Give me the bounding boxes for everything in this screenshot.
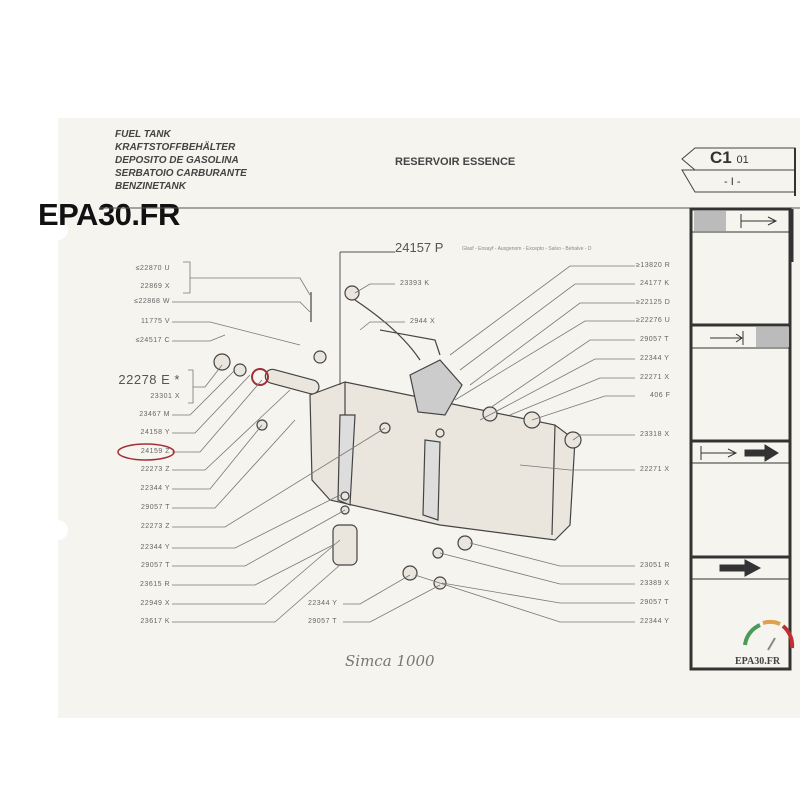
title-de: KRAFTSTOFFBEHÄLTER [115,142,236,153]
gauge-logo-icon [743,619,795,651]
part-label: 29057 T [140,562,170,569]
part-label: 29057 T [308,618,338,625]
highlight-circle [117,443,175,461]
part-label: ≥13820 R [636,262,671,269]
part-label: 11775 V [140,318,170,325]
part-label: 406 F [650,392,671,399]
part-label: 2944 X [410,318,436,325]
simca-logo: Simca 1000 [345,652,435,670]
section-code: C1 01 [710,148,749,168]
part-label: 23051 R [640,562,670,569]
part-label: 29057 T [640,336,670,343]
part-label: 24158 Y [140,429,170,436]
part-label: 23615 R [140,581,170,588]
watermark: EPA30.FR [38,197,180,232]
part-label: 22271 X [640,466,670,473]
title-es: DEPOSITO DE GASOLINA [115,155,239,166]
punch-hole [48,220,68,240]
part-label: 22273 Z [140,466,170,473]
part-label: 23301 X [150,393,180,400]
fuel-tank-drawing [213,285,582,590]
assembly-note: Glasf - Ensayf - Ausgenom - Excepto - Sa… [462,246,592,252]
part-label: 22344 Y [140,544,170,551]
part-label: ≤22870 U [135,265,170,272]
leader-lines [172,261,635,623]
title-nl: BENZINETANK [115,181,186,192]
part-label: 23389 X [640,580,670,587]
title-it: SERBATOIO CARBURANTE [115,168,247,179]
part-label: 22949 X [140,600,170,607]
code-number: 01 [736,154,749,166]
part-label: 23617 K [140,618,170,625]
part-label: 23467 M [139,411,170,418]
corner-watermark: EPA30.FR [735,656,781,667]
part-label: ≤22868 W [134,298,170,305]
part-label: 22344 Y [308,600,338,607]
part-label: 24177 K [640,280,670,287]
part-label: 22344 Y [640,355,670,362]
part-label: 22278 E * [118,372,180,387]
part-label: 22271 X [640,374,670,381]
part-label: 22344 Y [140,485,170,492]
part-label: ≥22276 U [636,317,671,324]
part-label: 24159 Z [140,448,170,455]
part-label: 23393 K [400,280,430,287]
part-label: ≤24517 C [135,337,170,344]
punch-hole [48,520,68,540]
part-label: 29057 T [640,599,670,606]
part-label: 22869 X [140,283,170,290]
page-title: RESERVOIR ESSENCE [395,156,516,168]
part-label: 23318 X [640,431,670,438]
section-sub: - I - [724,176,741,188]
part-label: 29057 T [140,504,170,511]
part-label: 22273 Z [140,523,170,530]
part-label: ≥22125 D [636,299,671,306]
part-label: 22344 Y [640,618,670,625]
code: C1 [710,148,732,167]
assembly-part-number: 24157 P [395,240,444,255]
multilingual-titles: FUEL TANK KRAFTSTOFFBEHÄLTER DEPOSITO DE… [115,128,247,193]
section-tabs [689,207,794,671]
title-en: FUEL TANK [115,129,171,140]
